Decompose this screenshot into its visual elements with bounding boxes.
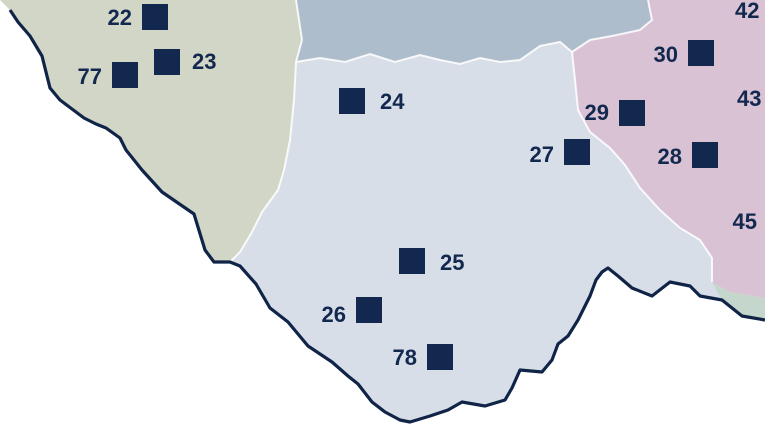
station-43[interactable]: 43 [737,86,765,112]
station-29[interactable]: 29 [585,100,645,126]
station-label: 78 [393,345,417,370]
station-45[interactable]: 45 [733,208,765,234]
station-28[interactable]: 28 [658,142,718,169]
station-marker[interactable] [688,40,714,66]
outer-border [8,9,765,424]
station-27[interactable]: 27 [530,139,590,167]
station-26[interactable]: 26 [322,297,382,327]
stations-layer: 22 23 77 24 30 29 27 28 25 26 78 42 43 45 [78,0,765,370]
station-label: 24 [380,89,405,114]
region-green [712,282,765,320]
station-label: 25 [440,250,464,275]
station-marker[interactable] [339,88,365,114]
station-marker[interactable] [619,100,645,126]
station-marker[interactable] [154,49,180,75]
station-77[interactable]: 77 [78,62,138,89]
station-marker[interactable] [112,62,138,88]
region-slate [296,0,652,64]
station-label: 22 [108,5,132,30]
station-label: 27 [530,142,554,167]
station-label: 43 [737,86,761,111]
station-label: 30 [654,42,678,67]
internal-boundaries [229,0,713,282]
station-23[interactable]: 23 [154,49,216,75]
station-marker[interactable] [142,4,168,30]
station-label: 42 [735,0,759,23]
station-label: 45 [733,209,757,234]
station-label: 26 [322,302,346,327]
station-30[interactable]: 30 [654,40,714,67]
station-25[interactable]: 25 [399,248,464,275]
station-24[interactable]: 24 [339,88,405,114]
station-marker[interactable] [356,297,382,323]
station-42[interactable]: 42 [735,0,765,23]
station-label: 29 [585,100,609,125]
station-label: 28 [658,144,682,169]
station-label: 77 [78,64,102,89]
region-mauve [572,0,765,298]
station-marker[interactable] [427,344,453,370]
station-marker[interactable] [692,142,718,168]
station-22[interactable]: 22 [108,4,168,30]
station-78[interactable]: 78 [393,344,453,370]
region-central [230,42,765,422]
region-olive [0,0,302,262]
station-marker[interactable] [399,248,425,274]
station-label: 23 [192,49,216,74]
station-marker[interactable] [564,139,590,165]
